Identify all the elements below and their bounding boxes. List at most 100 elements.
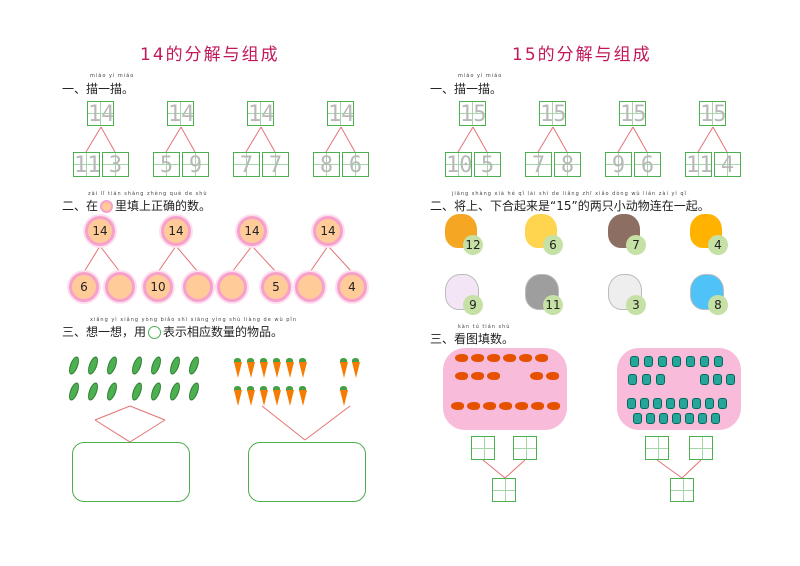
trace-bottom-cell[interactable]: 6 xyxy=(634,152,661,178)
trace-bottom-cell[interactable]: 11 xyxy=(73,152,101,178)
fish-icon xyxy=(714,356,723,367)
carrot-leaf-icon xyxy=(260,386,267,391)
trace-bottom-cell[interactable]: 5 xyxy=(153,152,180,178)
trace-top-cell[interactable]: 15 xyxy=(699,101,727,127)
s2-label-post: 里填上正确的数。 xyxy=(115,199,212,213)
connector-line xyxy=(165,126,182,153)
cat-number: 8 xyxy=(708,295,728,315)
s1-pinyin-right: miáo yì miáo xyxy=(458,73,503,79)
trace-top-cell[interactable]: 14 xyxy=(87,101,115,127)
trace-bottom-cell[interactable]: 5 xyxy=(474,152,501,178)
flower-input[interactable]: 6 xyxy=(69,272,99,302)
flower-input[interactable]: 10 xyxy=(143,272,173,302)
connector-line xyxy=(617,126,634,153)
flower-input[interactable] xyxy=(217,272,247,302)
s3-pinyin-right: kàn tú tián shù xyxy=(458,324,511,330)
answer-cell[interactable] xyxy=(670,478,694,502)
answer-cell[interactable] xyxy=(689,436,713,460)
carrot-leaf-icon xyxy=(273,386,280,391)
flower-input[interactable] xyxy=(183,272,213,302)
flower-top: 14 xyxy=(161,216,191,246)
trace-bottom-cell[interactable]: 9 xyxy=(605,152,632,178)
connector-line xyxy=(537,126,554,153)
s3-instruction-right: 三、看图填数。 xyxy=(430,332,515,346)
connector-line xyxy=(457,126,474,153)
connector-line xyxy=(261,405,306,441)
fish-icon xyxy=(530,372,543,380)
fish-icon xyxy=(487,354,500,362)
giraffe-number: 4 xyxy=(708,235,728,255)
carrot-leaf-icon xyxy=(234,386,241,391)
flower-input[interactable]: 5 xyxy=(261,272,291,302)
fish-icon xyxy=(451,402,464,410)
trace-bottom-cell[interactable]: 6 xyxy=(342,152,369,178)
fish-icon xyxy=(686,356,695,367)
connector-line xyxy=(552,126,568,153)
fish-icon xyxy=(455,354,468,362)
answer-box-carrot[interactable] xyxy=(248,442,366,502)
trace-bottom-cell[interactable]: 10 xyxy=(445,152,473,178)
goat-number: 3 xyxy=(626,295,646,315)
right-page-title: 15的分解与组成 xyxy=(512,45,652,65)
carrot-icon xyxy=(352,362,360,378)
trace-top-cell[interactable]: 14 xyxy=(327,101,355,127)
trace-bottom-cell[interactable]: 4 xyxy=(714,152,741,178)
carrot-icon xyxy=(247,390,255,406)
trace-top-cell[interactable]: 14 xyxy=(247,101,275,127)
connector-line xyxy=(340,126,356,153)
fish-icon xyxy=(698,413,707,424)
flower-input[interactable]: 4 xyxy=(337,272,367,302)
fish-icon xyxy=(713,374,722,385)
fish-icon xyxy=(718,398,727,409)
trace-top-cell[interactable]: 15 xyxy=(459,101,487,127)
trace-bottom-cell[interactable]: 8 xyxy=(313,152,340,178)
carrot-icon xyxy=(273,390,281,406)
fish-icon xyxy=(656,374,665,385)
carrot-icon xyxy=(299,362,307,378)
answer-cell[interactable] xyxy=(513,436,537,460)
monkey-number: 7 xyxy=(626,235,646,255)
trace-bottom-cell[interactable]: 7 xyxy=(262,152,289,178)
answer-box-cucumber[interactable] xyxy=(72,442,190,502)
trace-top-cell[interactable]: 15 xyxy=(539,101,567,127)
answer-cell[interactable] xyxy=(645,436,669,460)
s1-pinyin-left: miáo yì miáo xyxy=(90,73,135,79)
fish-icon xyxy=(672,413,681,424)
fish-icon xyxy=(531,402,544,410)
fish-icon xyxy=(653,398,662,409)
s3-instruction-left: 三、想一想，用表示相应数量的物品。 xyxy=(62,323,283,340)
connector-line xyxy=(632,126,648,153)
fish-icon xyxy=(726,374,735,385)
connector-line xyxy=(175,245,199,273)
trace-bottom-cell[interactable]: 7 xyxy=(233,152,260,178)
connector-line xyxy=(504,459,526,479)
fish-icon xyxy=(455,372,468,380)
connector-line xyxy=(325,126,342,153)
flower-input[interactable] xyxy=(105,272,135,302)
carrot-leaf-icon xyxy=(286,386,293,391)
connector-line xyxy=(157,245,177,273)
trace-bottom-cell[interactable]: 9 xyxy=(182,152,209,178)
trace-bottom-cell[interactable]: 3 xyxy=(102,152,129,178)
dog-number: 12 xyxy=(463,235,483,255)
flower-top: 14 xyxy=(237,216,267,246)
trace-bottom-cell[interactable]: 11 xyxy=(685,152,713,178)
flower-top: 14 xyxy=(85,216,115,246)
trace-top-cell[interactable]: 15 xyxy=(619,101,647,127)
trace-top-cell[interactable]: 14 xyxy=(167,101,195,127)
connector-line xyxy=(697,126,714,153)
carrot-leaf-icon xyxy=(299,358,306,363)
fish-icon xyxy=(646,413,655,424)
trace-bottom-cell[interactable]: 8 xyxy=(554,152,581,178)
flower-input[interactable] xyxy=(295,272,325,302)
carrot-icon xyxy=(247,362,255,378)
trace-bottom-cell[interactable]: 7 xyxy=(525,152,552,178)
carrot-leaf-icon xyxy=(234,358,241,363)
answer-cell[interactable] xyxy=(471,436,495,460)
s3-pinyin-left: xiǎng yì xiǎng yòng biǎo shì xiāng yìng … xyxy=(90,317,297,323)
fish-icon xyxy=(627,398,636,409)
answer-cell[interactable] xyxy=(492,478,516,502)
fish-icon xyxy=(672,356,681,367)
s3-label-pre: 三、想一想，用 xyxy=(62,325,147,339)
